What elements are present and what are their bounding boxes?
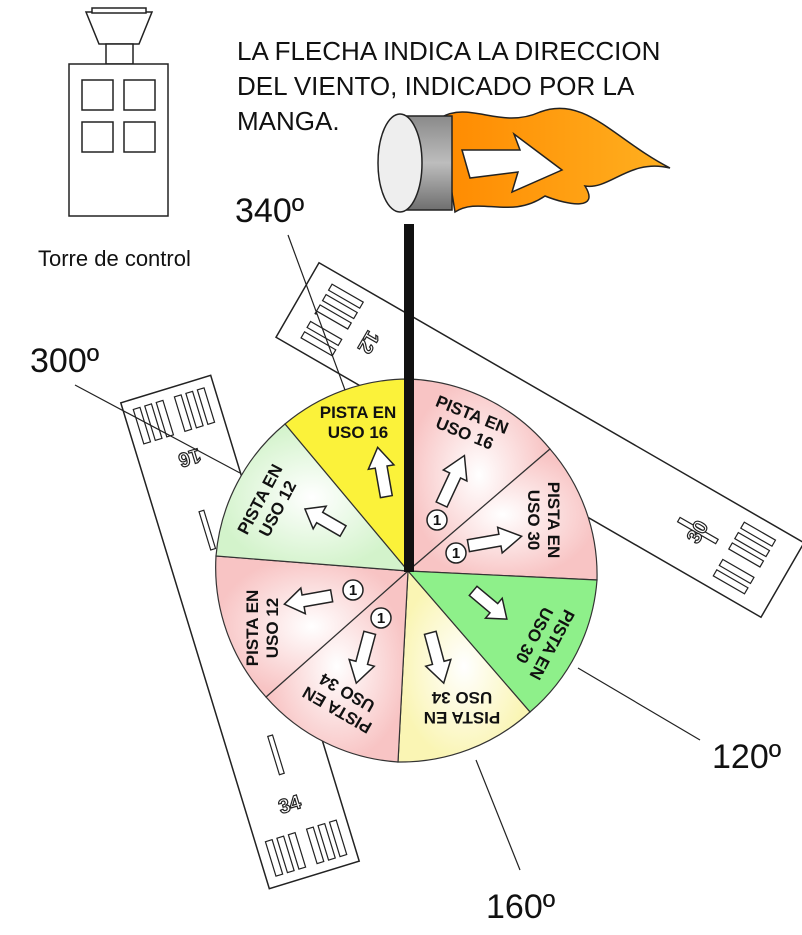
sector-label-34a-l1: PISTA EN <box>424 708 501 727</box>
pref-mark-3: 1 <box>342 579 364 601</box>
sector-label-34a-l2: USO 34 <box>431 688 492 707</box>
direction-arrows <box>283 446 524 685</box>
windsock <box>377 107 671 214</box>
svg-text:1: 1 <box>377 610 385 627</box>
degree-120: 120º <box>712 738 781 776</box>
sector-label-30a-l2: USO 30 <box>524 490 543 550</box>
preference-marks: 1 1 1 1 <box>342 509 467 629</box>
arrow-30-green <box>468 585 508 620</box>
note-line-1: LA FLECHA INDICA LA DIRECCION <box>237 36 660 66</box>
windsock-pole <box>404 224 414 572</box>
degree-340: 340º <box>235 192 304 230</box>
sector-label-16a-l1: PISTA EN <box>320 403 397 422</box>
degree-300: 300º <box>30 342 99 380</box>
sector-label-16a-l2: USO 16 <box>328 423 388 442</box>
sector-34-yellow <box>397 569 531 763</box>
arrow-34-yellow <box>423 630 452 685</box>
sector-30-green <box>406 570 598 713</box>
pref-mark-2: 1 <box>445 542 467 564</box>
svg-text:1: 1 <box>433 512 441 529</box>
arrow-16-pink <box>435 454 468 509</box>
pref-mark-1: 1 <box>426 509 448 531</box>
sector-labels: PISTA EN USO 16 PISTA EN USO 16 PISTA EN… <box>234 392 578 737</box>
note-line-3: MANGA. <box>237 106 340 136</box>
control-tower <box>68 7 169 217</box>
sector-label-30a-l1: PISTA EN <box>544 482 563 559</box>
sector-label-12a-l2: USO 12 <box>263 598 282 658</box>
arrow-30-pink <box>466 526 524 555</box>
degree-160: 160º <box>486 888 555 926</box>
note-line-2: DEL VIENTO, INDICADO POR LA <box>237 71 635 101</box>
arrow-16-yellow <box>367 446 396 499</box>
windsock-arrow <box>461 131 564 194</box>
arrow-12-pink <box>283 586 334 615</box>
svg-text:1: 1 <box>452 545 460 562</box>
sector-12-green <box>215 423 410 572</box>
arrow-12-green <box>303 505 348 538</box>
pref-mark-4: 1 <box>370 607 392 629</box>
tower-label: Torre de control <box>38 246 191 271</box>
sector-label-12a-l1: PISTA EN <box>243 590 262 667</box>
sector-16-yellow <box>284 378 409 573</box>
degree-leaders <box>74 234 701 871</box>
svg-text:1: 1 <box>349 582 357 599</box>
arrow-34-pink <box>348 630 377 685</box>
